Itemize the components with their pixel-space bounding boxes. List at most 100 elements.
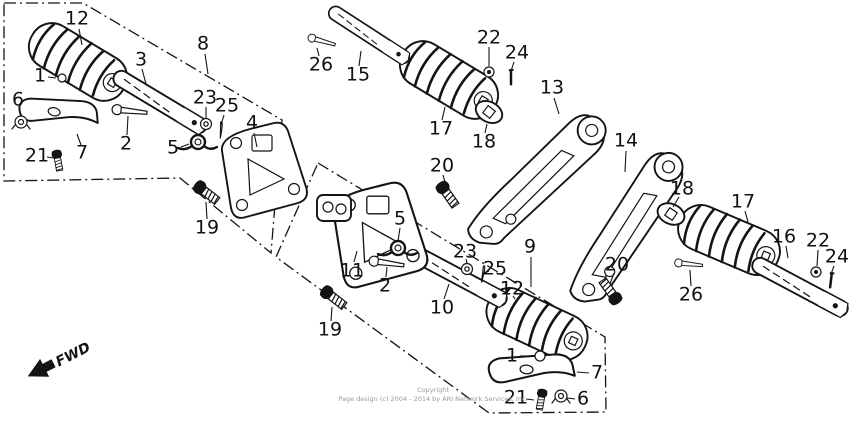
part-21-bolt-left xyxy=(50,148,65,172)
leader-line-8-7 xyxy=(204,53,209,75)
leader-lines xyxy=(18,28,835,401)
leader-line-15-14 xyxy=(358,50,362,67)
part-5-return-spring-left xyxy=(176,133,219,151)
callout-25-9[interactable]: 25 xyxy=(214,94,240,117)
callout-11-30[interactable]: 11 xyxy=(339,259,365,282)
callout-22-16[interactable]: 22 xyxy=(476,26,502,49)
part-23-washer-left xyxy=(199,117,213,131)
callout-26-13[interactable]: 26 xyxy=(308,53,334,76)
callout-6-2[interactable]: 6 xyxy=(11,88,25,111)
callout-15-14[interactable]: 15 xyxy=(345,63,371,86)
part-24-split-pin-left xyxy=(505,68,515,86)
leader-line-2-6 xyxy=(126,115,129,136)
callout-4-11[interactable]: 4 xyxy=(245,111,259,134)
callout-2-6[interactable]: 2 xyxy=(119,132,133,155)
part-1-cap-left xyxy=(57,73,67,83)
callout-7-3[interactable]: 7 xyxy=(75,141,89,164)
leader-line-13-19 xyxy=(553,97,560,115)
part-2-clevis-pin-left xyxy=(110,103,149,119)
part-24-split-pin-right xyxy=(825,270,836,289)
leader-line-22-25 xyxy=(816,249,819,267)
callout-2-31[interactable]: 2 xyxy=(378,274,392,297)
leader-line-12-0 xyxy=(78,28,83,46)
leader-line-19-41 xyxy=(330,306,333,322)
leader-line-25-34 xyxy=(483,270,490,274)
leader-line-19-12 xyxy=(205,201,208,220)
callout-25-34[interactable]: 25 xyxy=(482,257,508,280)
callout-24-26[interactable]: 24 xyxy=(824,245,850,268)
leader-line-26-27 xyxy=(689,269,692,287)
leader-line-6-40 xyxy=(566,397,576,400)
callout-10-35[interactable]: 10 xyxy=(429,296,455,319)
leader-line-24-17 xyxy=(510,61,515,72)
callout-14-21[interactable]: 14 xyxy=(613,129,639,152)
leader-line-14-21 xyxy=(624,150,627,173)
callout-21-4[interactable]: 21 xyxy=(24,144,50,167)
part-6-nut-right xyxy=(551,389,571,404)
callout-1-37[interactable]: 1 xyxy=(505,344,519,367)
leader-line-21-4 xyxy=(46,156,55,159)
leader-line-18-18 xyxy=(484,123,488,134)
callout-26-27[interactable]: 26 xyxy=(678,283,704,306)
leader-line-16-24 xyxy=(785,245,789,259)
leader-line-20-20 xyxy=(442,174,447,187)
callout-12-0[interactable]: 12 xyxy=(64,7,90,30)
leader-line-6-2 xyxy=(18,108,22,117)
callout-19-41[interactable]: 19 xyxy=(317,318,343,341)
callout-17-15[interactable]: 17 xyxy=(428,117,454,140)
leader-line-1-1 xyxy=(47,76,57,79)
callout-17-23[interactable]: 17 xyxy=(730,190,756,213)
callout-23-8[interactable]: 23 xyxy=(192,86,218,109)
fwd-arrow-icon xyxy=(27,358,50,377)
part-4-step-bracket xyxy=(220,121,308,219)
callout-20-20[interactable]: 20 xyxy=(429,154,455,177)
leader-line-11-30 xyxy=(353,250,358,263)
part-22-nut-right xyxy=(810,266,822,278)
callout-21-39[interactable]: 21 xyxy=(503,386,529,409)
callout-9-29[interactable]: 9 xyxy=(523,235,537,258)
part-19-bolt-right xyxy=(317,283,349,312)
part-20-bolt-left xyxy=(433,178,462,210)
callout-6-40[interactable]: 6 xyxy=(576,387,590,410)
part-26-pin-right xyxy=(673,258,704,270)
fwd-label: FWD xyxy=(53,339,93,370)
callout-24-17[interactable]: 24 xyxy=(504,41,530,64)
leader-line-7-38 xyxy=(576,371,590,374)
callout-22-25[interactable]: 22 xyxy=(805,229,831,252)
leader-line-5-32 xyxy=(397,227,401,242)
leader-line-2-31 xyxy=(385,266,388,278)
leader-line-21-39 xyxy=(525,398,535,401)
leader-line-12-36 xyxy=(512,295,516,300)
leader-line-24-26 xyxy=(830,265,835,275)
leader-line-7-3 xyxy=(76,133,82,146)
callout-18-22[interactable]: 18 xyxy=(669,177,695,200)
leader-line-18-22 xyxy=(672,196,680,208)
part-7-joint-strap-right xyxy=(486,347,578,390)
callout-18-18[interactable]: 18 xyxy=(471,130,497,153)
callout-19-12[interactable]: 19 xyxy=(194,216,220,239)
leader-line-17-23 xyxy=(744,210,749,223)
parts-group-panel-8 xyxy=(3,2,283,255)
part-11-hinge-block xyxy=(316,194,352,222)
callout-23-33[interactable]: 23 xyxy=(452,240,478,263)
leader-line-26-13 xyxy=(316,47,320,57)
callout-8-7[interactable]: 8 xyxy=(196,32,210,55)
parts-group-panel-9 xyxy=(275,162,607,414)
callout-16-24[interactable]: 16 xyxy=(771,225,797,248)
leader-line-4-11 xyxy=(253,132,258,148)
part-23-washer-right xyxy=(460,262,474,276)
callout-5-32[interactable]: 5 xyxy=(393,207,407,230)
callout-20-28[interactable]: 20 xyxy=(604,253,630,276)
leader-line-23-33 xyxy=(465,258,468,264)
leader-line-17-15 xyxy=(441,106,446,121)
callout-13-19[interactable]: 13 xyxy=(539,76,565,99)
callout-3-5[interactable]: 3 xyxy=(134,48,148,71)
part-1-cap-right xyxy=(534,350,546,362)
callout-12-36[interactable]: 12 xyxy=(499,277,525,300)
callout-1-1[interactable]: 1 xyxy=(33,64,47,87)
leader-line-5-10 xyxy=(180,143,190,148)
callout-7-38[interactable]: 7 xyxy=(590,361,604,384)
callout-5-10[interactable]: 5 xyxy=(166,136,180,159)
